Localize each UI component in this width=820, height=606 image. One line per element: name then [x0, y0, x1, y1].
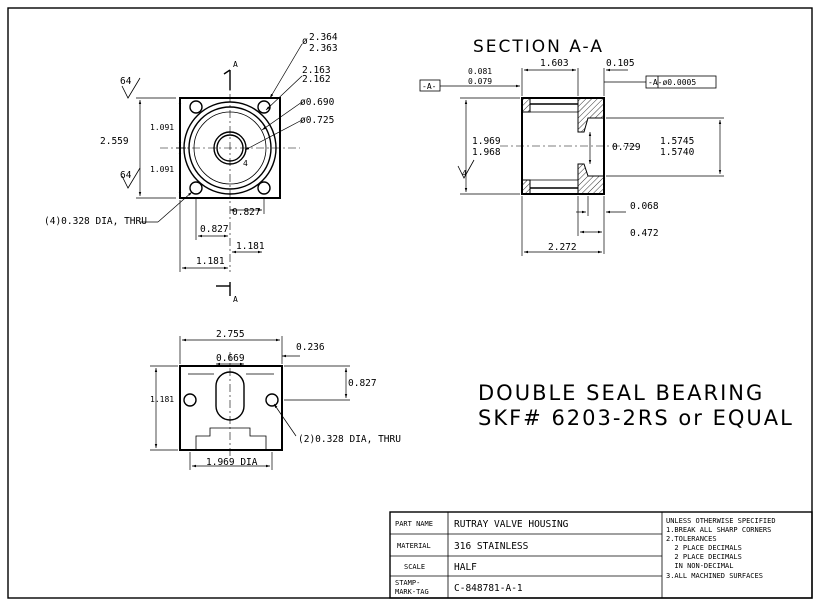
tb-note-5: IN NON-DECIMAL: [666, 562, 733, 570]
dia-outer-bot: 2.363: [309, 43, 338, 54]
dim-0081: 0.081: [468, 67, 492, 76]
dim-2272: 2.272: [548, 242, 577, 253]
front-num4: 4: [243, 159, 248, 168]
top-view: [150, 336, 350, 470]
tb-note-3: 2 PLACE DECIMALS: [666, 544, 742, 552]
tb-stamp-label-1: STAMP-: [395, 579, 420, 587]
tb-part-name: RUTRAY VALVE HOUSING: [454, 519, 569, 530]
half-bot: 1.091: [150, 165, 174, 174]
dim-1181-b: 1.181: [196, 256, 225, 267]
dim-15745: 1.5745: [660, 136, 694, 147]
top-width: 2.755: [216, 329, 245, 340]
dim-0068: 0.068: [630, 201, 659, 212]
tb-note-1: 1.BREAK ALL SHARP CORNERS: [666, 526, 771, 534]
dim-0236: 0.236: [296, 342, 325, 353]
tb-note-4: 2 PLACE DECIMALS: [666, 553, 742, 561]
top-body: [179, 365, 283, 451]
title-block: [389, 511, 813, 599]
section-view: [419, 68, 724, 256]
note-line-2: SKF# 6203-2RS or EQUAL: [478, 406, 794, 430]
section-title: SECTION A-A: [473, 37, 604, 57]
top-height: 1.181: [150, 395, 174, 404]
dim-0472: 0.472: [630, 228, 659, 239]
tb-stamp: C-848781-A-1: [454, 583, 523, 594]
feature-control-frame: -A-ø0.0005: [648, 78, 696, 87]
dim-0729: 0.729: [612, 142, 641, 153]
dia-b-top: 2.163: [302, 65, 331, 76]
dim-0105: 0.105: [606, 58, 635, 69]
dia-c: ø0.690: [300, 97, 335, 108]
datum-a: -A-: [422, 82, 436, 91]
dia-b-bot: 2.162: [302, 74, 331, 85]
bolt-hole-tr: [257, 100, 271, 114]
finish-bot: 64: [120, 170, 132, 181]
tb-note-2: 2.TOLERANCES: [666, 535, 717, 543]
tb-stamp-label-2: MARK-TAG: [395, 588, 429, 596]
tb-note-6: 3.ALL MACHINED SURFACES: [666, 572, 763, 580]
bolt-hole-br: [257, 181, 271, 195]
dim-0827-b: 0.827: [200, 224, 229, 235]
half-top: 1.091: [150, 123, 174, 132]
tb-part-name-label: PART NAME: [395, 520, 433, 528]
section-finish: 4: [462, 169, 467, 178]
bolt-hole-tl: [189, 100, 203, 114]
finish-top: 64: [120, 76, 132, 87]
tb-scale: HALF: [454, 562, 477, 573]
section-mark-top: A: [233, 60, 238, 69]
dim-1181-a: 1.181: [236, 241, 265, 252]
note-line-1: DOUBLE SEAL BEARING: [478, 381, 764, 405]
hole-label-4: (4)0.328 DIA, THRU: [44, 216, 147, 227]
dia-d: ø0.725: [300, 115, 334, 126]
tb-note-0: UNLESS OTHERWISE SPECIFIED: [666, 517, 776, 525]
section-mark-bot: A: [233, 295, 238, 304]
dim-1603: 1.603: [540, 58, 569, 69]
dim-1969: 1.969: [472, 136, 501, 147]
bolt-circle: 1.969 DIA: [206, 457, 258, 468]
dia-sym: ø: [302, 36, 308, 47]
front-height: 2.559: [100, 136, 129, 147]
dim-1968: 1.968: [472, 147, 501, 158]
dia-outer-top: 2.364: [309, 32, 338, 43]
tb-material: 316 STAINLESS: [454, 541, 529, 552]
front-view: [121, 43, 303, 296]
tb-material-label: MATERIAL: [397, 542, 431, 550]
tb-scale-label: SCALE: [404, 563, 425, 571]
top-slot: 0.669: [216, 353, 245, 364]
hole-label-2: (2)0.328 DIA, THRU: [298, 434, 401, 445]
top-dim-0827: 0.827: [348, 378, 377, 389]
dim-0827-a: 0.827: [232, 207, 261, 218]
dim-15740: 1.5740: [660, 147, 695, 158]
bolt-hole-bl: [189, 181, 203, 195]
dim-0079: 0.079: [468, 77, 492, 86]
